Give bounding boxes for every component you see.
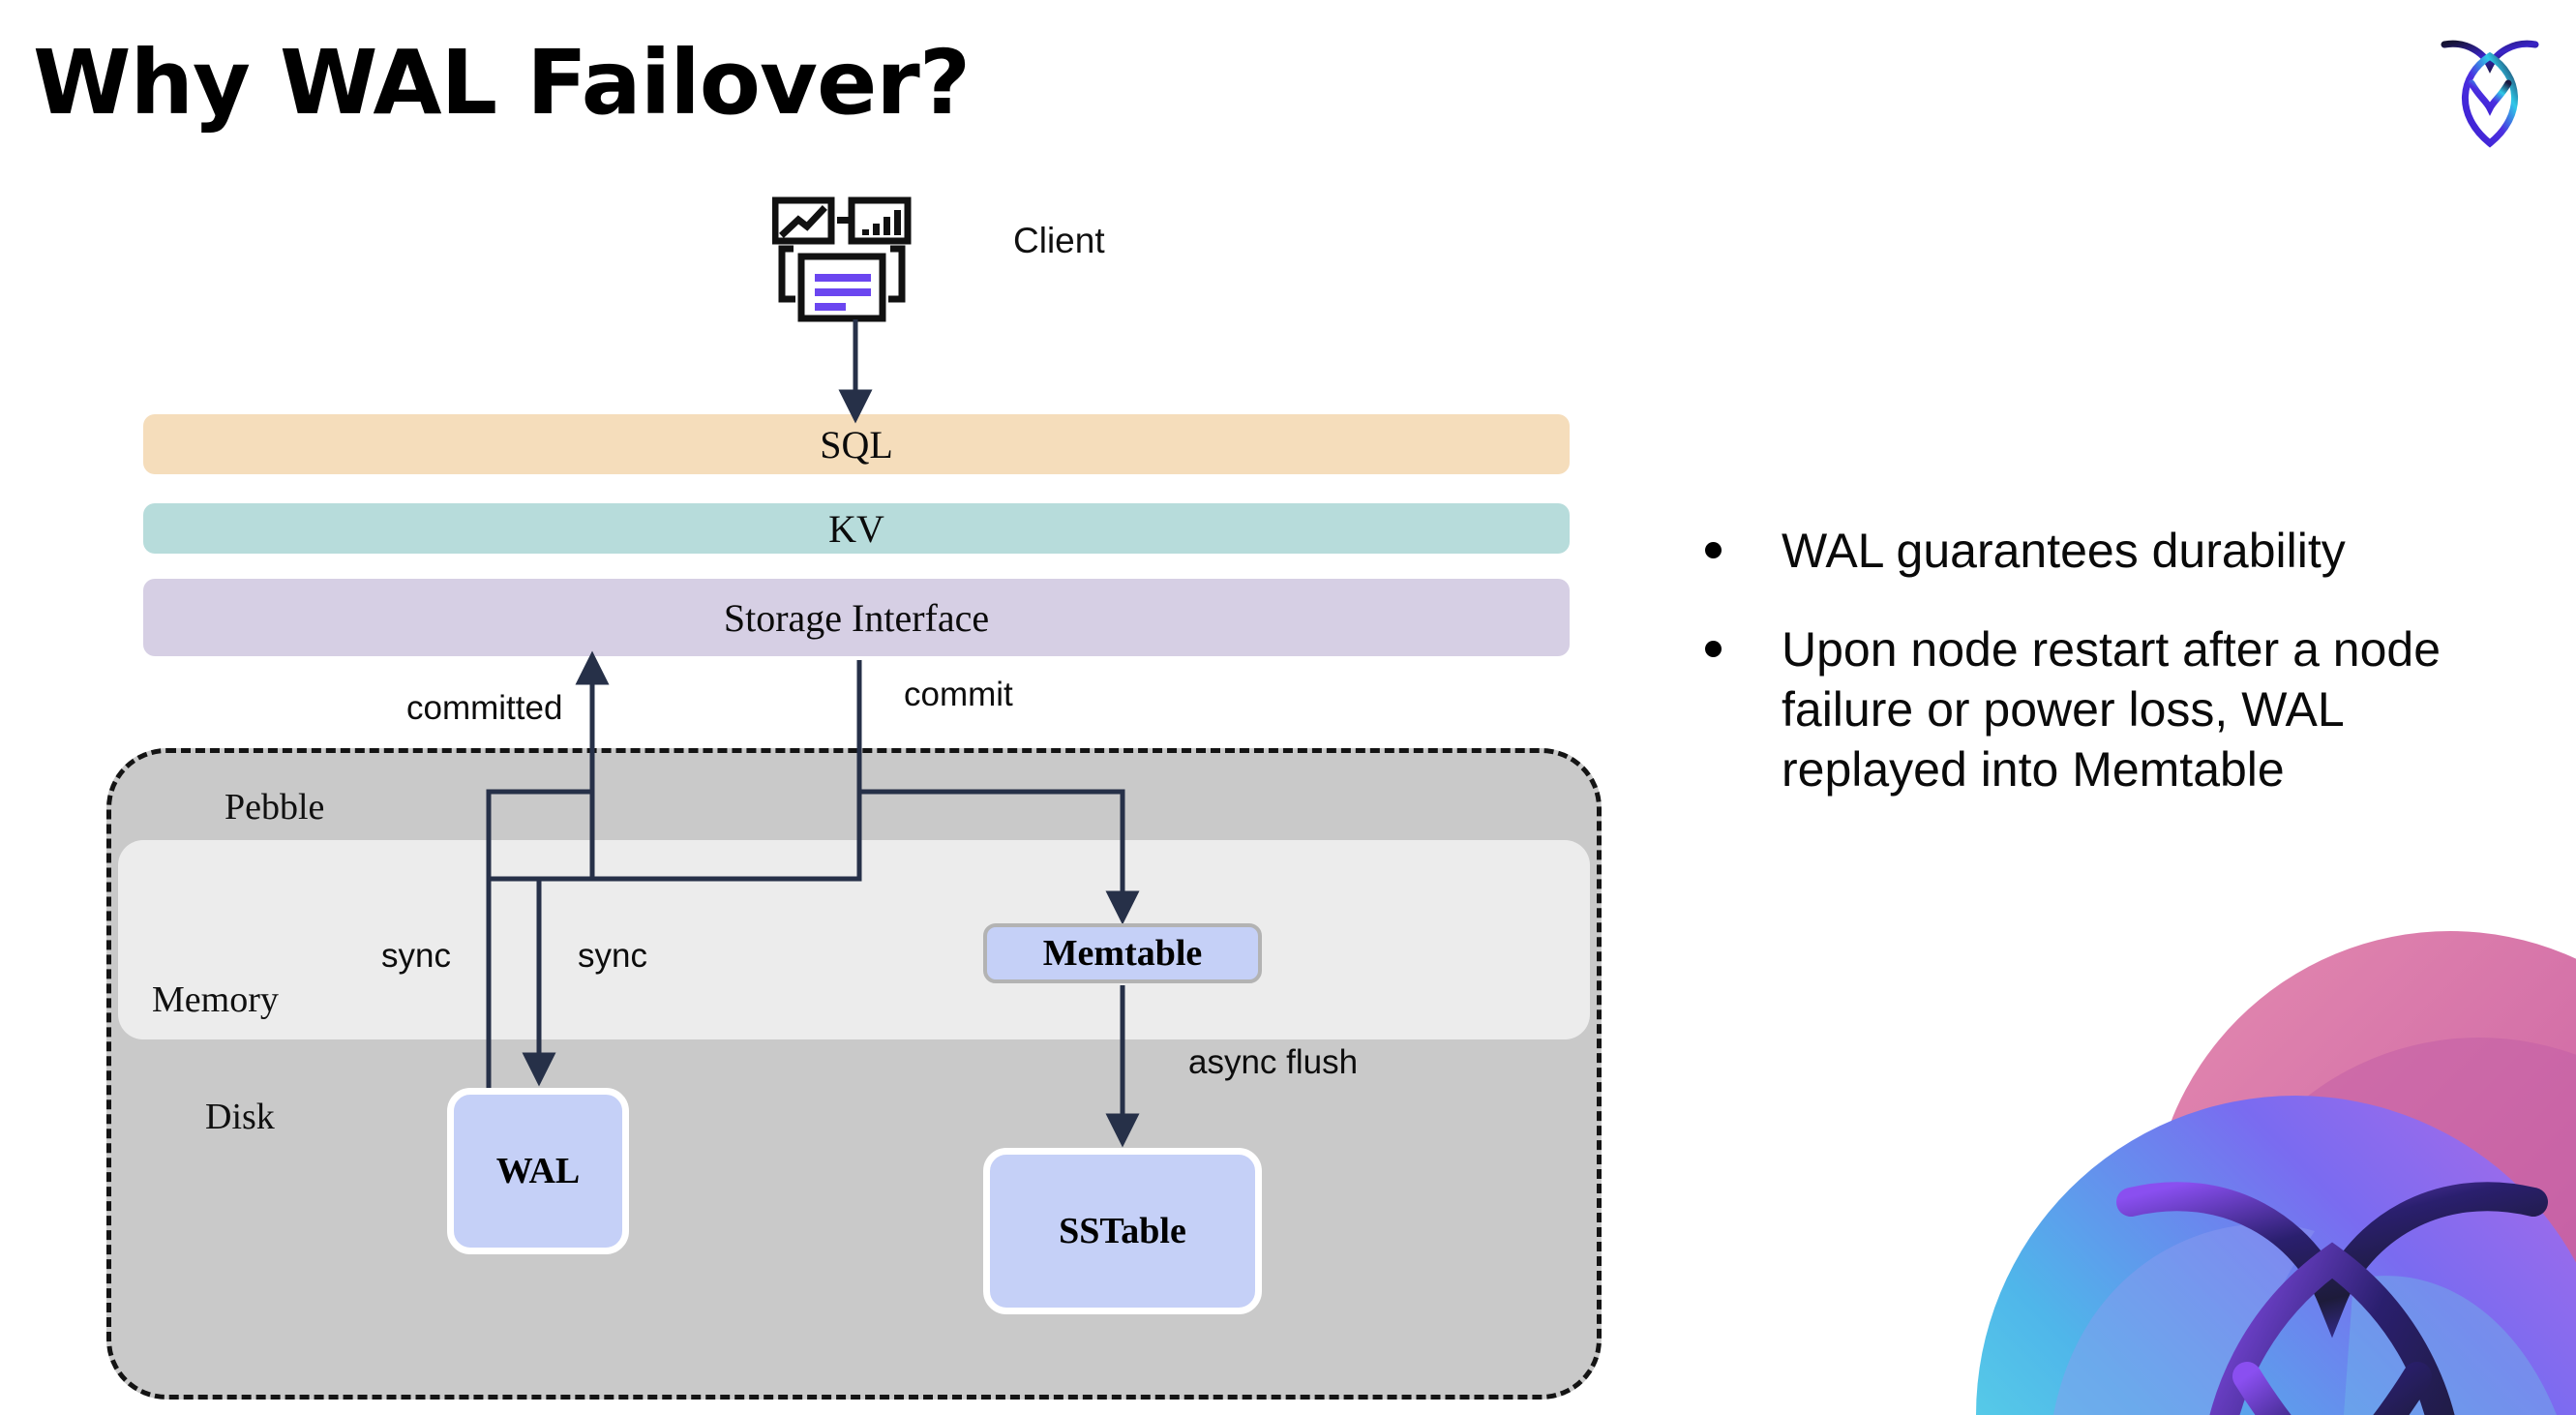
memory-band xyxy=(118,840,1590,1039)
pebble-label: Pebble xyxy=(225,787,325,828)
edge-label-sync-left: sync xyxy=(381,937,451,975)
bullet-dot-icon xyxy=(1705,542,1722,558)
client-label: Client xyxy=(1013,221,1105,260)
decorative-brand-artwork xyxy=(1937,912,2576,1415)
cockroachdb-logo-icon xyxy=(2431,21,2549,153)
edge-label-commit: commit xyxy=(904,676,1013,713)
layer-label-storage-interface: Storage Interface xyxy=(723,595,990,640)
edge-label-committed: committed xyxy=(406,689,563,727)
bullet-text: WAL guarantees durability xyxy=(1782,524,2346,578)
layer-bar-storage-interface: Storage Interface xyxy=(143,579,1570,656)
bullet-list: WAL guarantees durability Upon node rest… xyxy=(1705,521,2537,838)
page-title: Why WAL Failover? xyxy=(33,31,971,135)
architecture-diagram: Client SQL KV Storage Interface Pebble M… xyxy=(106,196,1602,1400)
node-label-sstable: SSTable xyxy=(1059,1211,1186,1251)
node-label-memtable: Memtable xyxy=(1042,933,1203,974)
disk-label: Disk xyxy=(205,1097,275,1137)
node-label-wal: WAL xyxy=(495,1151,581,1191)
layer-bar-sql: SQL xyxy=(143,414,1570,474)
client-dashboard-icon xyxy=(771,196,927,322)
bullet-text: Upon node restart after a node failure o… xyxy=(1782,622,2441,797)
list-item: Upon node restart after a node failure o… xyxy=(1705,619,2537,799)
node-memtable[interactable]: Memtable xyxy=(983,923,1262,983)
list-item: WAL guarantees durability xyxy=(1705,521,2537,581)
layer-label-kv: KV xyxy=(828,506,884,551)
edge-label-async-flush: async flush xyxy=(1188,1043,1359,1081)
memory-label: Memory xyxy=(152,979,279,1020)
edge-label-sync-right: sync xyxy=(578,937,647,975)
node-wal[interactable]: WAL xyxy=(447,1088,629,1254)
layer-bar-kv: KV xyxy=(143,503,1570,554)
bullet-dot-icon xyxy=(1705,641,1722,657)
layer-label-sql: SQL xyxy=(820,422,893,467)
node-sstable[interactable]: SSTable xyxy=(983,1148,1262,1314)
